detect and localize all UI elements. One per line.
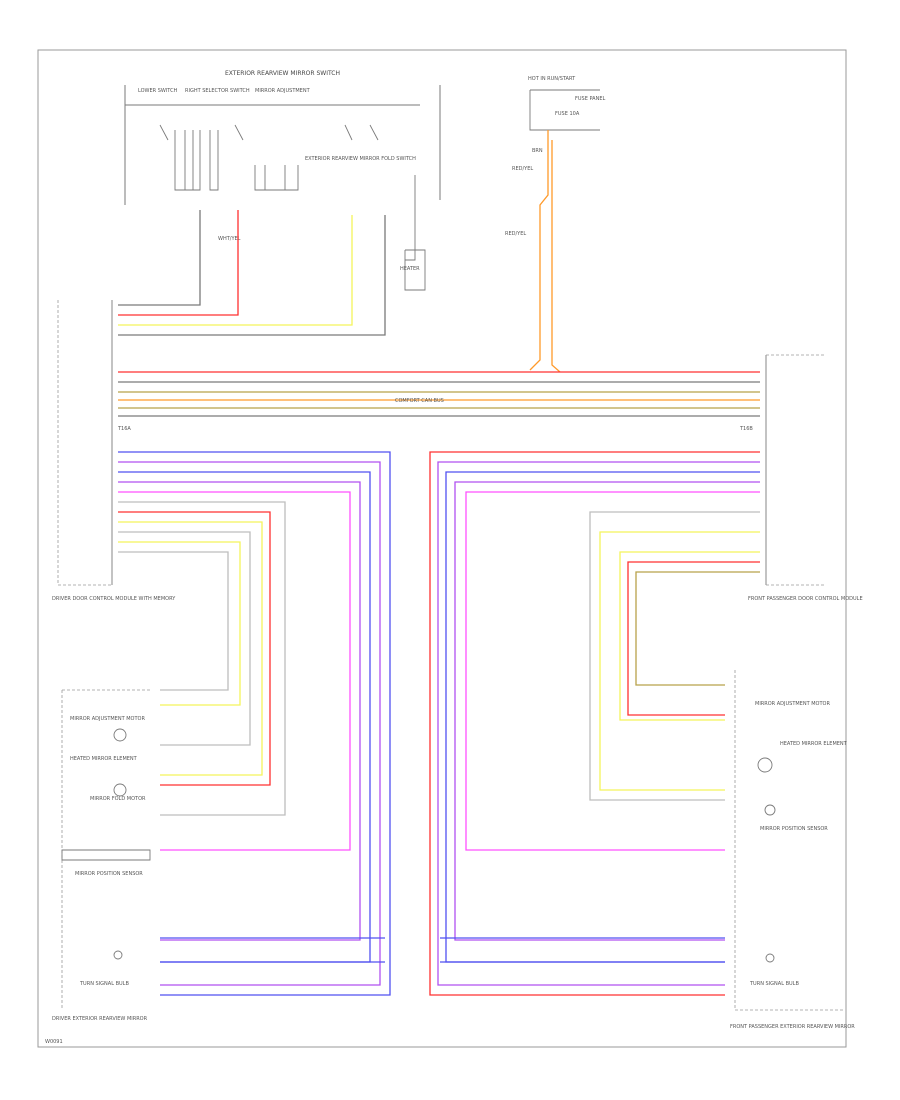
wire-left-run-5 bbox=[118, 491, 351, 851]
right-module-outline bbox=[766, 354, 826, 586]
wire-right-run-8 bbox=[619, 551, 760, 721]
wire-fuse-drop-2 bbox=[551, 140, 561, 373]
label-top-left-2: RIGHT SELECTOR SWITCH bbox=[185, 88, 250, 94]
wire-left-run-11 bbox=[118, 551, 229, 691]
right-mirror-motor-icon bbox=[757, 757, 773, 773]
wire-right-run-4 bbox=[454, 481, 760, 941]
wire-left-run-9 bbox=[118, 531, 251, 746]
label-right-mirror-motor: MIRROR ADJUSTMENT MOTOR bbox=[755, 701, 830, 707]
fuse-block: HOT IN RUN/START FUSE PANEL FUSE 10A BRN… bbox=[218, 76, 605, 242]
left-heater-element-icon bbox=[61, 849, 151, 861]
left-turn-bulb-icon bbox=[113, 950, 123, 960]
label-right-turn: TURN SIGNAL BULB bbox=[749, 981, 799, 987]
wire-right-run-9 bbox=[627, 561, 760, 716]
label-left-module: DRIVER DOOR CONTROL MODULE WITH MEMORY bbox=[52, 596, 176, 602]
wire-left-run-2 bbox=[118, 461, 381, 986]
label-left-bottom: DRIVER EXTERIOR REARVIEW MIRROR bbox=[52, 1016, 148, 1022]
label-right-memory: MIRROR POSITION SENSOR bbox=[760, 826, 828, 832]
label-left-turn: TURN SIGNAL BULB bbox=[79, 981, 129, 987]
label-connector-left: T16A bbox=[117, 426, 131, 432]
module-outlines: DRIVER DOOR CONTROL MODULE WITH MEMORY F… bbox=[52, 300, 863, 602]
right-mirror-outline bbox=[734, 670, 845, 1011]
switch-contacts-left bbox=[174, 130, 219, 191]
wire-left-run-6 bbox=[118, 501, 286, 816]
wire-right-run-6 bbox=[589, 511, 760, 801]
label-wire-top-1: BRN bbox=[532, 148, 543, 154]
wire-left-run-7 bbox=[118, 511, 271, 786]
label-can-bus: COMFORT CAN BUS bbox=[395, 398, 444, 404]
diagram-footer-code: W0091 bbox=[45, 1039, 63, 1045]
wire-left-run-1 bbox=[118, 451, 391, 996]
left-fold-motor-icon bbox=[113, 783, 127, 797]
label-top-left-1: LOWER SWITCH bbox=[138, 88, 178, 94]
label-wire-top-4: WHT/YEL bbox=[218, 236, 241, 242]
wire-right-run-1 bbox=[429, 451, 760, 996]
mirror-switch-block: EXTERIOR REARVIEW MIRROR SWITCH LOWER SW… bbox=[124, 70, 441, 291]
label-top-r1: HOT IN RUN/START bbox=[528, 76, 576, 82]
label-connector-right: T16B bbox=[739, 426, 753, 432]
wire-right-run-5 bbox=[465, 491, 760, 851]
wire-left-feed-2 bbox=[118, 210, 239, 316]
wire-right-run-7 bbox=[599, 531, 760, 791]
wire-left-feed-3 bbox=[118, 215, 353, 326]
label-wire-top-2: RED/YEL bbox=[512, 166, 533, 172]
label-left-fold: MIRROR FOLD MOTOR bbox=[90, 796, 146, 802]
left-mirror-assembly: MIRROR ADJUSTMENT MOTOR HEATED MIRROR EL… bbox=[52, 689, 151, 1022]
label-heater: HEATER bbox=[400, 266, 420, 272]
wire-left-run-3 bbox=[118, 471, 371, 963]
wire-right-run-2 bbox=[437, 461, 760, 986]
switch-contacts-mid bbox=[254, 165, 299, 191]
wire-left-run-8 bbox=[118, 521, 263, 776]
label-top-switch-header: EXTERIOR REARVIEW MIRROR SWITCH bbox=[225, 70, 340, 77]
label-wire-top-3: RED/YEL bbox=[505, 231, 526, 237]
label-right-bottom: FRONT PASSENGER EXTERIOR REARVIEW MIRROR bbox=[730, 1024, 855, 1030]
right-mirror-assembly: MIRROR ADJUSTMENT MOTOR HEATED MIRROR EL… bbox=[730, 670, 855, 1030]
fuse-panel-outline bbox=[529, 89, 600, 131]
label-top-r2: FUSE PANEL bbox=[575, 96, 605, 102]
label-top-left-3: MIRROR ADJUSTMENT bbox=[255, 88, 311, 94]
label-left-memory: MIRROR POSITION SENSOR bbox=[75, 871, 143, 877]
switch-heater-element bbox=[404, 175, 426, 291]
label-right-module: FRONT PASSENGER DOOR CONTROL MODULE bbox=[748, 596, 863, 602]
right-turn-bulb-icon bbox=[765, 953, 775, 963]
left-mirror-motor-icon bbox=[113, 728, 127, 742]
switch-levers bbox=[159, 124, 379, 141]
wire-left-feed-4 bbox=[118, 215, 386, 336]
wire-right-run-3 bbox=[445, 471, 760, 963]
wire-left-feed-1 bbox=[118, 210, 201, 306]
label-left-mirror-heater: HEATED MIRROR ELEMENT bbox=[70, 756, 138, 762]
diagram-border bbox=[37, 49, 847, 1048]
right-fold-motor-icon bbox=[764, 804, 776, 816]
label-fuse: FUSE 10A bbox=[555, 111, 580, 117]
wire-left-run-4 bbox=[118, 481, 361, 941]
wire-left-run-10 bbox=[118, 541, 241, 706]
wire-right-run-10 bbox=[635, 571, 760, 686]
label-fold-switch: EXTERIOR REARVIEW MIRROR FOLD SWITCH bbox=[305, 156, 416, 162]
label-left-mirror-motor: MIRROR ADJUSTMENT MOTOR bbox=[70, 716, 145, 722]
wire-fuse-drop-1 bbox=[529, 130, 549, 371]
label-right-mirror-heater: HEATED MIRROR ELEMENT bbox=[780, 741, 848, 747]
left-module-outline bbox=[57, 300, 112, 586]
wire-harness bbox=[118, 130, 760, 996]
